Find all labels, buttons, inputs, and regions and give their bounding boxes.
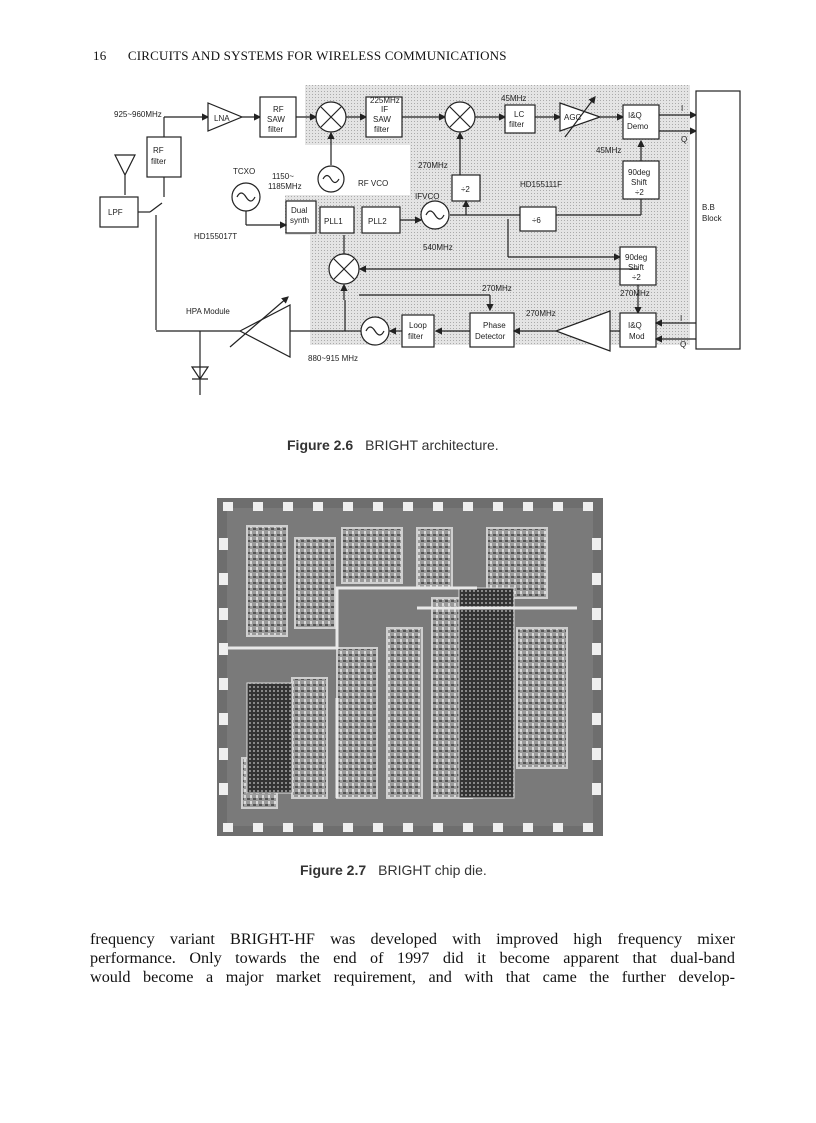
block-rf-saw-line3: filter — [268, 125, 283, 134]
label-i-out: I — [681, 104, 683, 113]
label-hpa-module: HPA Module — [186, 307, 230, 316]
label-if-vco: IFVCO — [415, 192, 439, 201]
block-rf-filter-line2: filter — [151, 157, 166, 166]
label-45mhz-b: 45MHz — [596, 146, 621, 155]
block-bb-line2: Block — [702, 214, 723, 223]
label-rfvco-range-1: 1150~ — [272, 172, 294, 181]
label-225mhz: 225MHz — [370, 96, 400, 105]
block-agc: AGC — [564, 113, 582, 122]
label-rx-freq: 925~960MHz — [114, 110, 162, 119]
block-if-saw-line2: SAW — [373, 115, 391, 124]
label-hd155017t: HD155017T — [194, 232, 237, 241]
figure-caption-text: BRIGHT chip die. — [378, 862, 487, 878]
block-shift2-line1: 90deg — [625, 253, 647, 262]
block-iq-demo-line1: I&Q — [628, 111, 642, 120]
block-lc-line1: LC — [514, 110, 524, 119]
running-title: CIRCUITS AND SYSTEMS FOR WIRELESS COMMUN… — [127, 48, 507, 63]
body-line-1: frequency variant BRIGHT-HF was develope… — [90, 930, 735, 948]
figure-label: Figure 2.7 — [300, 862, 367, 878]
block-phase-line1: Phase — [483, 321, 506, 330]
label-tcxo: TCXO — [233, 167, 255, 176]
architecture-block-diagram: 925~960MHz LNA RF SAW filter 225MHz IF S… — [99, 85, 741, 395]
label-270mhz-b: 270MHz — [482, 284, 512, 293]
block-iq-demo-line2: Demo — [627, 122, 649, 131]
running-head: 16 CIRCUITS AND SYSTEMS FOR WIRELESS COM… — [93, 48, 507, 64]
block-div6: ÷6 — [532, 216, 541, 225]
block-shift-line1: 90deg — [628, 168, 650, 177]
block-rf-filter-line1: RF — [153, 146, 164, 155]
block-shift2-line3: ÷2 — [632, 273, 641, 282]
block-rf-saw-line1: RF — [273, 105, 284, 114]
label-tx-freq: 880~915 MHz — [308, 354, 358, 363]
label-540mhz: 540MHz — [423, 243, 453, 252]
block-if-saw-line1: IF — [381, 105, 388, 114]
label-45mhz: 45MHz — [501, 94, 526, 103]
block-rf-saw-line2: SAW — [267, 115, 285, 124]
body-line-2: performance. Only towards the end of 199… — [90, 949, 735, 967]
block-shift-line3: ÷2 — [635, 188, 644, 197]
label-270mhz: 270MHz — [418, 161, 448, 170]
block-lpf: LPF — [108, 208, 123, 217]
block-shift-line2: Shift — [631, 178, 648, 187]
body-paragraph: frequency variant BRIGHT-HF was develope… — [90, 930, 735, 987]
figure-2-7-caption: Figure 2.7 BRIGHT chip die. — [300, 862, 487, 878]
block-div2: ÷2 — [461, 185, 470, 194]
body-line-3: would become a major market requirement,… — [90, 968, 735, 986]
label-i-in: I — [680, 314, 682, 323]
label-rf-vco: RF VCO — [358, 179, 388, 188]
figure-label: Figure 2.6 — [287, 437, 354, 453]
block-lc-line2: filter — [509, 120, 524, 129]
label-q-in: Q — [680, 340, 686, 349]
block-loop-line1: Loop — [409, 321, 427, 330]
block-iq-mod-line2: Mod — [629, 332, 645, 341]
figure-caption-text: BRIGHT architecture. — [365, 437, 499, 453]
block-if-saw-line3: filter — [374, 125, 389, 134]
block-pll2: PLL2 — [368, 217, 387, 226]
chip-die-photo — [217, 498, 603, 836]
block-loop-line2: filter — [408, 332, 423, 341]
label-q-out: Q — [681, 135, 687, 144]
page-number: 16 — [93, 48, 107, 63]
block-bb-line1: B.B — [702, 203, 715, 212]
figure-2-6-caption: Figure 2.6 BRIGHT architecture. — [287, 437, 499, 453]
label-rfvco-range-2: 1185MHz — [268, 182, 302, 191]
block-dual-line2: synth — [290, 216, 309, 225]
block-iq-mod-line1: I&Q — [628, 321, 642, 330]
block-phase-line2: Detector — [475, 332, 506, 341]
label-hd155111f: HD155111F — [520, 180, 562, 189]
label-270mhz-c: 270MHz — [620, 289, 650, 298]
block-shift2-line2: Shift — [628, 263, 645, 272]
block-dual-line1: Dual — [291, 206, 308, 215]
block-pll1: PLL1 — [324, 217, 343, 226]
block-lna: LNA — [214, 114, 230, 123]
label-270mhz-d: 270MHz — [526, 309, 556, 318]
